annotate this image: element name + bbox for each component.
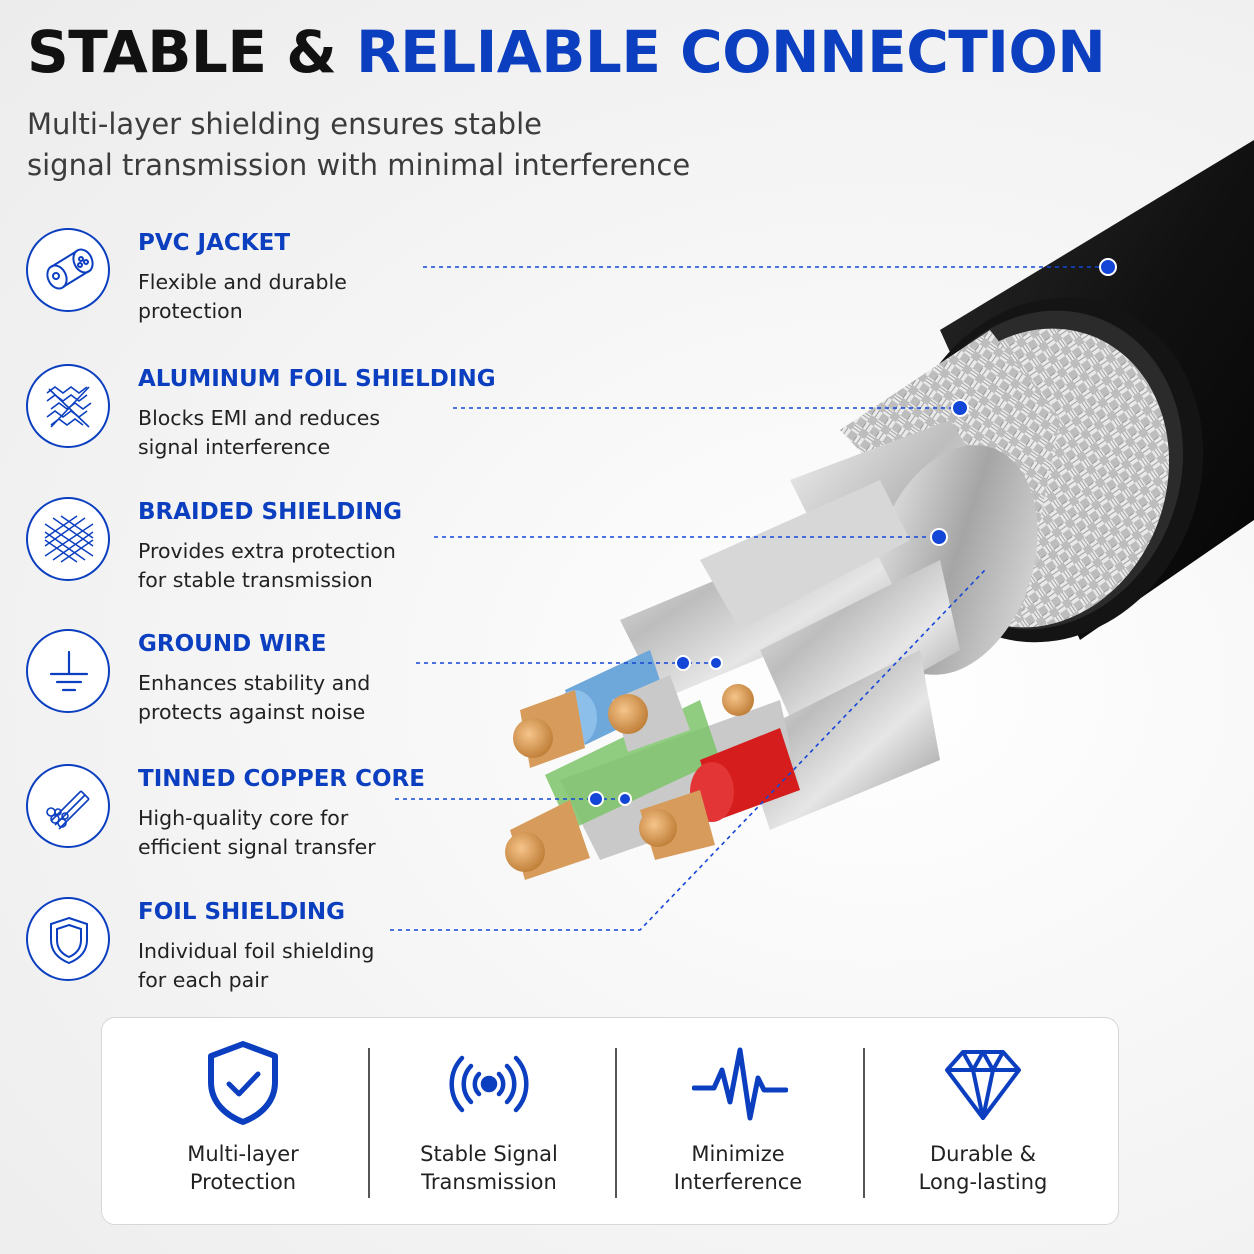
feature-title: ALUMINUM FOIL SHIELDING: [138, 366, 496, 392]
ground-icon: [26, 629, 110, 713]
feature-desc-line2: efficient signal transfer: [138, 835, 376, 859]
feature-title: GROUND WIRE: [138, 631, 327, 657]
feature-description: Blocks EMI and reduces signal interferen…: [138, 404, 468, 462]
braided-shield-icon: [26, 497, 110, 581]
badge-durable: Durable & Long-lasting: [859, 1018, 1107, 1226]
divider: [368, 1048, 370, 1198]
feature-desc-line2: signal interference: [138, 435, 331, 459]
signal-icon: [449, 1055, 529, 1113]
badge-label-line1: Stable Signal: [420, 1142, 558, 1166]
subtitle-line2: signal transmission with minimal interfe…: [27, 148, 691, 182]
feature-title: FOIL SHIELDING: [138, 899, 345, 925]
feature-description: Flexible and durable protection: [138, 268, 468, 326]
feature-description: Individual foil shielding for each pair: [138, 937, 468, 995]
feature-desc-line2: for stable transmission: [138, 568, 373, 592]
feature-desc-line1: Flexible and durable: [138, 270, 347, 294]
feature-title: TINNED COPPER CORE: [138, 766, 425, 792]
pvc-jacket-icon: [26, 228, 110, 312]
shield-check-icon: [208, 1041, 278, 1125]
badge-label-line1: Durable &: [929, 1142, 1037, 1166]
pulse-icon: [692, 1047, 788, 1121]
shield-icon: [26, 897, 110, 981]
diamond-icon: [945, 1050, 1021, 1120]
headline: STABLE & RELIABLE CONNECTION: [27, 18, 1106, 86]
cable-cross-section-illustration: [390, 140, 1254, 931]
badge-stable-signal: Stable Signal Transmission: [365, 1018, 613, 1226]
divider: [615, 1048, 617, 1198]
feature-desc-line1: High-quality core for: [138, 806, 349, 830]
divider: [863, 1048, 865, 1198]
benefits-panel: Multi-layer Protection Stable Signal Tra…: [101, 1017, 1119, 1225]
badge-minimize-interference: Minimize Interference: [614, 1018, 862, 1226]
badge-label-line1: Multi-layer: [187, 1142, 299, 1166]
headline-part2: RELIABLE CONNECTION: [355, 18, 1106, 86]
subtitle: Multi-layer shielding ensures stable sig…: [27, 104, 747, 186]
feature-description: Enhances stability and protects against …: [138, 669, 468, 727]
feature-desc-line2: protects against noise: [138, 700, 366, 724]
badge-label: Stable Signal Transmission: [365, 1140, 613, 1196]
feature-desc-line1: Provides extra protection: [138, 539, 396, 563]
subtitle-line1: Multi-layer shielding ensures stable: [27, 107, 542, 141]
feature-desc-line1: Individual foil shielding: [138, 939, 375, 963]
badge-label-line2: Transmission: [421, 1170, 557, 1194]
badge-label-line2: Protection: [189, 1170, 297, 1194]
badge-label-line2: Interference: [673, 1170, 803, 1194]
feature-desc-line2: protection: [138, 299, 243, 323]
badge-label: Durable & Long-lasting: [859, 1140, 1107, 1196]
feature-desc-line2: for each pair: [138, 968, 269, 992]
feature-desc-line1: Blocks EMI and reduces: [138, 406, 381, 430]
feature-description: High-quality core for efficient signal t…: [138, 804, 468, 862]
feature-description: Provides extra protection for stable tra…: [138, 537, 468, 595]
badge-multi-layer-protection: Multi-layer Protection: [119, 1018, 367, 1226]
feature-title: PVC JACKET: [138, 230, 291, 256]
badge-label-line1: Minimize: [691, 1142, 785, 1166]
badge-label: Multi-layer Protection: [119, 1140, 367, 1196]
badge-label-line2: Long-lasting: [918, 1170, 1048, 1194]
badge-label: Minimize Interference: [614, 1140, 862, 1196]
feature-desc-line1: Enhances stability and: [138, 671, 371, 695]
headline-part1: STABLE &: [27, 18, 337, 86]
feature-title: BRAIDED SHIELDING: [138, 499, 403, 525]
aluminum-foil-icon: [26, 364, 110, 448]
copper-core-icon: [26, 764, 110, 848]
